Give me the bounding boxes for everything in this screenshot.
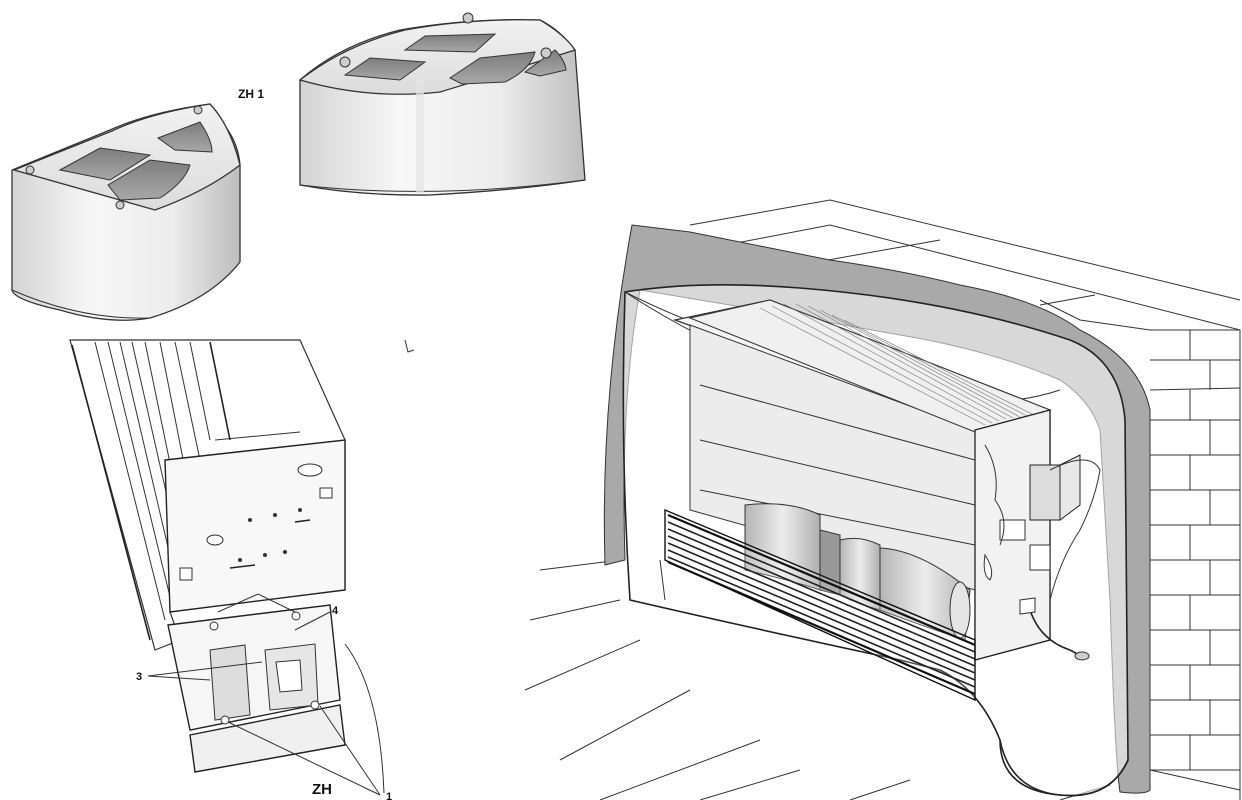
pedestal-base-left — [11, 103, 241, 321]
callout-4: 4 — [332, 605, 339, 617]
stray-mark — [404, 339, 415, 353]
fan-coil-tilted-assembly — [69, 339, 385, 796]
discharge-grille — [664, 508, 976, 702]
callout-3: 3 — [136, 671, 142, 683]
label-zh: ZH — [312, 781, 332, 798]
pedestal-base-right — [298, 12, 586, 196]
blower-assembly — [744, 503, 971, 641]
floor-lines — [524, 559, 1241, 800]
electrical-box — [1029, 464, 1061, 521]
label-zh1: ZH 1 — [238, 87, 264, 101]
callout-1: 1 — [386, 791, 392, 800]
installed-fan-coil-scene — [524, 199, 1241, 800]
